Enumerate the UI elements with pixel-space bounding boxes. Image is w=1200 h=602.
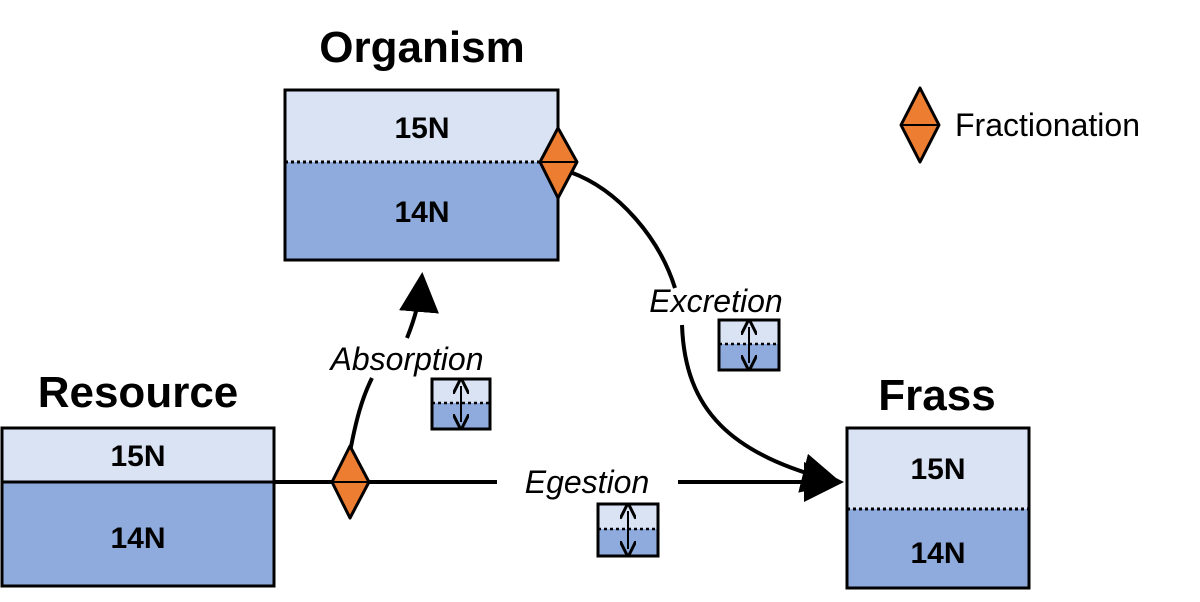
excretion-mini-box (717, 318, 781, 372)
organism-14n-label: 14N (394, 196, 449, 229)
resource-lower-fill (2, 482, 274, 586)
organism-fractionation-diamond-icon (538, 126, 579, 200)
resource-upper-fill (2, 428, 274, 482)
egestion-mini-box (596, 502, 660, 558)
resource-15n-label: 15N (110, 440, 165, 473)
legend: Fractionation (899, 86, 1140, 164)
absorption-mini-box (430, 377, 492, 431)
frass-lower-fill (847, 509, 1029, 588)
resource-title: Resource (38, 368, 239, 417)
diamond-icon (899, 86, 941, 164)
absorption-arrow-lower (348, 377, 374, 453)
organism-pool: Organism 15N 14N (283, 23, 560, 262)
frass-upper-fill (847, 428, 1029, 509)
excretion-arrow-lower (680, 324, 842, 493)
resource-outline (0, 426, 276, 588)
absorption-label: Absorption (329, 341, 484, 377)
excretion-label: Excretion (649, 283, 782, 319)
frass-title: Frass (878, 371, 995, 420)
organism-15n-label: 15N (394, 112, 449, 145)
egestion-label: Egestion (525, 464, 650, 500)
organism-title: Organism (319, 23, 524, 72)
organism-lower-fill (285, 162, 558, 260)
frass-14n-label: 14N (910, 537, 965, 570)
excretion-arrow-upper (569, 170, 677, 289)
absorption-arrow-upper (399, 272, 439, 339)
resource-fractionation-diamond-icon (330, 444, 371, 520)
legend-label: Fractionation (955, 107, 1140, 143)
resource-14n-label: 14N (110, 522, 165, 555)
frass-pool: Frass 15N 14N (845, 371, 1031, 590)
resource-pool: Resource 15N 14N (0, 368, 276, 588)
organism-upper-fill (285, 90, 558, 162)
frass-outline (845, 426, 1031, 590)
frass-15n-label: 15N (910, 453, 965, 486)
